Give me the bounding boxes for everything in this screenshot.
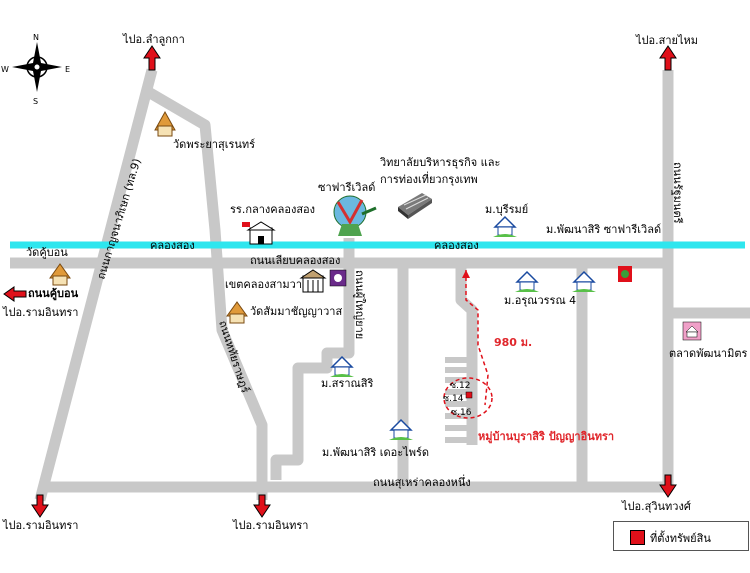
- house-icon-buriram: [493, 215, 517, 237]
- label-buriram: ม.บุรีรมย์: [485, 203, 529, 216]
- route-dashed: [465, 270, 489, 406]
- legend-swatch: [630, 530, 645, 545]
- temple-icon-samma: [226, 301, 248, 324]
- property-marker: [465, 391, 473, 399]
- label-saransiri: ม.สราณสิริ: [321, 377, 374, 390]
- district-office-icon: [299, 269, 327, 293]
- dest-left-road: ถนนคู้บอน: [28, 287, 79, 300]
- house-icon-saransiri: [330, 355, 354, 377]
- label-soi-12: ซ.12: [450, 381, 471, 391]
- label-soi-16: ซ.16: [451, 408, 472, 418]
- legend-label: ที่ตั้งทรัพย์สิน: [650, 532, 711, 545]
- compass-w: W: [1, 65, 9, 74]
- shop-icon: [618, 266, 632, 282]
- bank-icon: [329, 269, 347, 287]
- dest-bottom-right: ไปอ.สุวินทวงศ์: [622, 500, 691, 513]
- label-phatnasiri-safari: ม.พัฒนาสิริ ซาฟารีเวิลด์: [546, 223, 662, 236]
- college-building-icon: [398, 193, 432, 219]
- compass-e: E: [65, 65, 71, 74]
- compass-s: S: [33, 97, 39, 106]
- compass-rose-icon: [12, 42, 62, 92]
- market-icon: [682, 321, 702, 341]
- label-village: หมู่บ้านบุราสิริ ปัญญาอินทรา: [478, 430, 615, 443]
- road-label-hathai: ถนนหทัยราษฎร์: [216, 319, 252, 395]
- label-school: รร.กลางคลองสอง: [230, 203, 316, 216]
- temple-icon-phraya: [154, 110, 176, 137]
- dest-top-right: ไปอ.สายไหม: [636, 34, 698, 47]
- road-label-main: ถนนเลียบคลองสอง: [250, 254, 341, 267]
- road-label-center: ถนนผู้ใหญ่ยาย: [353, 270, 366, 339]
- dest-left-sub: ไปอ.รามอินทรา: [3, 306, 79, 319]
- label-khet: เขตคลองสามวา: [225, 278, 302, 291]
- road-loop: [142, 85, 268, 500]
- road-center-vertical: [270, 238, 355, 480]
- dest-bottom-mid: ไปอ.รามอินทรา: [233, 519, 309, 532]
- arrow-down-bottom-left: [31, 494, 49, 518]
- road-label-right: ถนนรัฐมนตรี: [671, 162, 684, 224]
- temple-icon-kubon: [49, 263, 71, 286]
- dest-bottom-left: ไปอ.รามอินทรา: [3, 519, 79, 532]
- arrow-up-top-left: [143, 45, 161, 71]
- arrow-up-top-right: [659, 45, 677, 71]
- label-college-1: วิทยาลัยบริหารธุรกิจ และ: [380, 156, 501, 169]
- map-legend: ที่ตั้งทรัพย์สิน: [613, 521, 749, 551]
- road-label-canal-2: คลองสอง: [434, 239, 479, 252]
- arrow-down-bottom-right: [659, 474, 677, 498]
- house-icon-phatnasiri-safari: [572, 270, 596, 292]
- arrow-down-bottom-mid: [253, 494, 271, 518]
- compass-n: N: [33, 33, 39, 42]
- label-soi-14: ซ.14: [443, 394, 464, 404]
- label-safari: ซาฟารีเวิลด์: [318, 181, 376, 194]
- road-label-bottom: ถนนสุเหร่าคลองหนึ่ง: [373, 476, 471, 489]
- village-circle: [443, 377, 493, 419]
- road-kanchanaphisek: [34, 68, 158, 502]
- road-label-canal: คลองสอง: [150, 239, 195, 252]
- label-distance: 980 ม.: [494, 336, 533, 349]
- dest-top-left: ไปอ.ลำลูกกา: [123, 33, 185, 46]
- label-wat-kubon: วัดคู้บอน: [26, 246, 68, 259]
- safari-world-icon: [333, 195, 377, 236]
- house-icon-arun: [515, 270, 539, 292]
- arrow-left: [3, 286, 27, 302]
- house-icon-phatnasiri-pride: [389, 418, 413, 440]
- label-phatnasiri-pride: ม.พัฒนาสิริ เดอะไพร์ด: [322, 446, 430, 459]
- label-college-2: การท่องเที่ยวกรุงเทพ: [380, 173, 478, 186]
- label-wat-phraya: วัดพระยาสุเรนทร์: [173, 138, 256, 151]
- school-icon: [242, 221, 276, 245]
- label-wat-samma: วัดสัมมาชัญญาวาส: [250, 305, 343, 318]
- label-arun: ม.อรุณวรรณ 4: [504, 294, 577, 307]
- label-market: ตลาดพัฒนามิตร: [669, 347, 748, 360]
